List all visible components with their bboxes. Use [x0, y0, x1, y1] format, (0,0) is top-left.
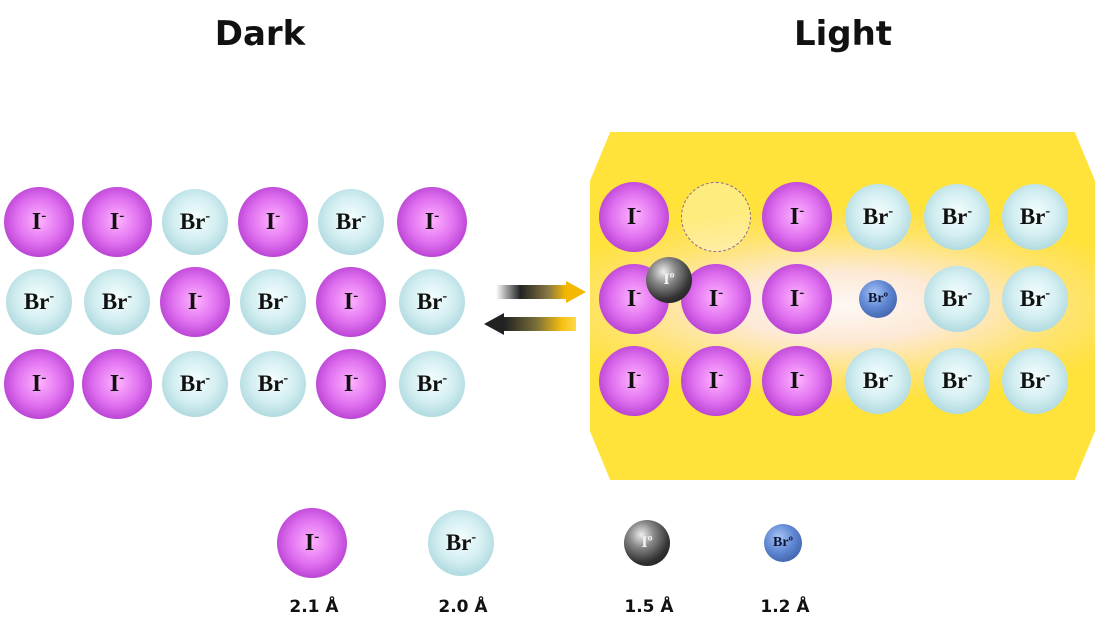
- iodide-symbol: I-: [626, 284, 642, 312]
- bromide-ion: Br-: [84, 269, 150, 335]
- bromide-ion: Br-: [1002, 348, 1068, 414]
- iodide-ion: I-: [316, 349, 386, 419]
- iodide-symbol: I-: [304, 528, 320, 556]
- iodide-ion: I-: [397, 187, 467, 257]
- size-label-iodine0: 1.5 Å: [624, 597, 674, 617]
- bromide-ion: Br-: [845, 184, 911, 250]
- bromide-symbol: Br-: [101, 288, 133, 314]
- iodine0-symbol: Io: [641, 532, 653, 551]
- size-label-bromine0: 1.2 Å: [760, 597, 810, 617]
- iodide-ion: I-: [277, 508, 347, 578]
- iodide-ion: I-: [4, 349, 74, 419]
- bromide-symbol: Br-: [941, 285, 973, 311]
- iodide-ion: I-: [82, 187, 152, 257]
- iodide-symbol: I-: [708, 366, 724, 394]
- size-label-iodide: 2.1 Å: [289, 597, 339, 617]
- bromide-ion: Br-: [318, 189, 384, 255]
- bromide-symbol: Br-: [416, 288, 448, 314]
- bromide-ion: Br-: [240, 269, 306, 335]
- size-label-bromide: 2.0 Å: [438, 597, 488, 617]
- iodide-symbol: I-: [708, 284, 724, 312]
- bromide-symbol: Br-: [941, 367, 973, 393]
- reverse-arrow: [484, 313, 576, 335]
- iodide-symbol: I-: [626, 202, 642, 230]
- bromide-symbol: Br-: [416, 370, 448, 396]
- bromide-symbol: Br-: [179, 370, 211, 396]
- iodide-ion: I-: [681, 264, 751, 334]
- iodide-symbol: I-: [424, 207, 440, 235]
- bromide-ion: Br-: [399, 351, 465, 417]
- vacancy-site: [681, 182, 751, 252]
- iodide-symbol: I-: [265, 207, 281, 235]
- dark-title: Dark: [214, 14, 306, 54]
- iodine0-ion: Io: [624, 520, 670, 566]
- bromine0-ion: Bro: [859, 280, 897, 318]
- iodide-symbol: I-: [31, 207, 47, 235]
- iodide-symbol: I-: [343, 369, 359, 397]
- bromide-symbol: Br-: [862, 367, 894, 393]
- bromide-ion: Br-: [924, 266, 990, 332]
- bromide-ion: Br-: [924, 348, 990, 414]
- bromide-ion: Br-: [1002, 184, 1068, 250]
- bromide-ion: Br-: [924, 184, 990, 250]
- iodide-symbol: I-: [343, 287, 359, 315]
- iodide-symbol: I-: [187, 287, 203, 315]
- bromide-ion: Br-: [162, 351, 228, 417]
- bromide-symbol: Br-: [941, 203, 973, 229]
- bromide-symbol: Br-: [1019, 203, 1051, 229]
- iodide-ion: I-: [4, 187, 74, 257]
- bromide-symbol: Br-: [23, 288, 55, 314]
- bromide-symbol: Br-: [445, 529, 477, 555]
- bromide-ion: Br-: [428, 510, 494, 576]
- bromide-ion: Br-: [399, 269, 465, 335]
- bromide-symbol: Br-: [179, 208, 211, 234]
- bromide-symbol: Br-: [257, 370, 289, 396]
- iodine0-symbol: Io: [663, 269, 675, 288]
- iodide-symbol: I-: [789, 366, 805, 394]
- iodide-ion: I-: [316, 267, 386, 337]
- bromide-symbol: Br-: [1019, 285, 1051, 311]
- iodide-ion: I-: [160, 267, 230, 337]
- bromine0-ion: Bro: [764, 524, 802, 562]
- bromide-ion: Br-: [6, 269, 72, 335]
- iodide-ion: I-: [599, 182, 669, 252]
- bromide-symbol: Br-: [257, 288, 289, 314]
- bromine0-symbol: Bro: [868, 288, 888, 306]
- bromide-ion: Br-: [845, 348, 911, 414]
- forward-arrow: [496, 281, 586, 303]
- iodide-symbol: I-: [31, 369, 47, 397]
- iodide-symbol: I-: [626, 366, 642, 394]
- bromide-symbol: Br-: [335, 208, 367, 234]
- iodide-ion: I-: [762, 182, 832, 252]
- iodide-ion: I-: [238, 187, 308, 257]
- light-title: Light: [793, 14, 893, 54]
- iodide-symbol: I-: [789, 284, 805, 312]
- bromide-ion: Br-: [162, 189, 228, 255]
- iodide-ion: I-: [762, 264, 832, 334]
- bromide-ion: Br-: [240, 351, 306, 417]
- iodide-symbol: I-: [109, 369, 125, 397]
- bromide-ion: Br-: [1002, 266, 1068, 332]
- iodide-ion: I-: [82, 349, 152, 419]
- bromide-symbol: Br-: [862, 203, 894, 229]
- bromide-symbol: Br-: [1019, 367, 1051, 393]
- equilibrium-arrows: [484, 281, 586, 335]
- iodide-ion: I-: [681, 346, 751, 416]
- iodide-ion: I-: [599, 346, 669, 416]
- bromine0-symbol: Bro: [773, 532, 793, 550]
- iodide-symbol: I-: [789, 202, 805, 230]
- iodide-symbol: I-: [109, 207, 125, 235]
- iodine0-ion: Io: [646, 257, 692, 303]
- iodide-ion: I-: [762, 346, 832, 416]
